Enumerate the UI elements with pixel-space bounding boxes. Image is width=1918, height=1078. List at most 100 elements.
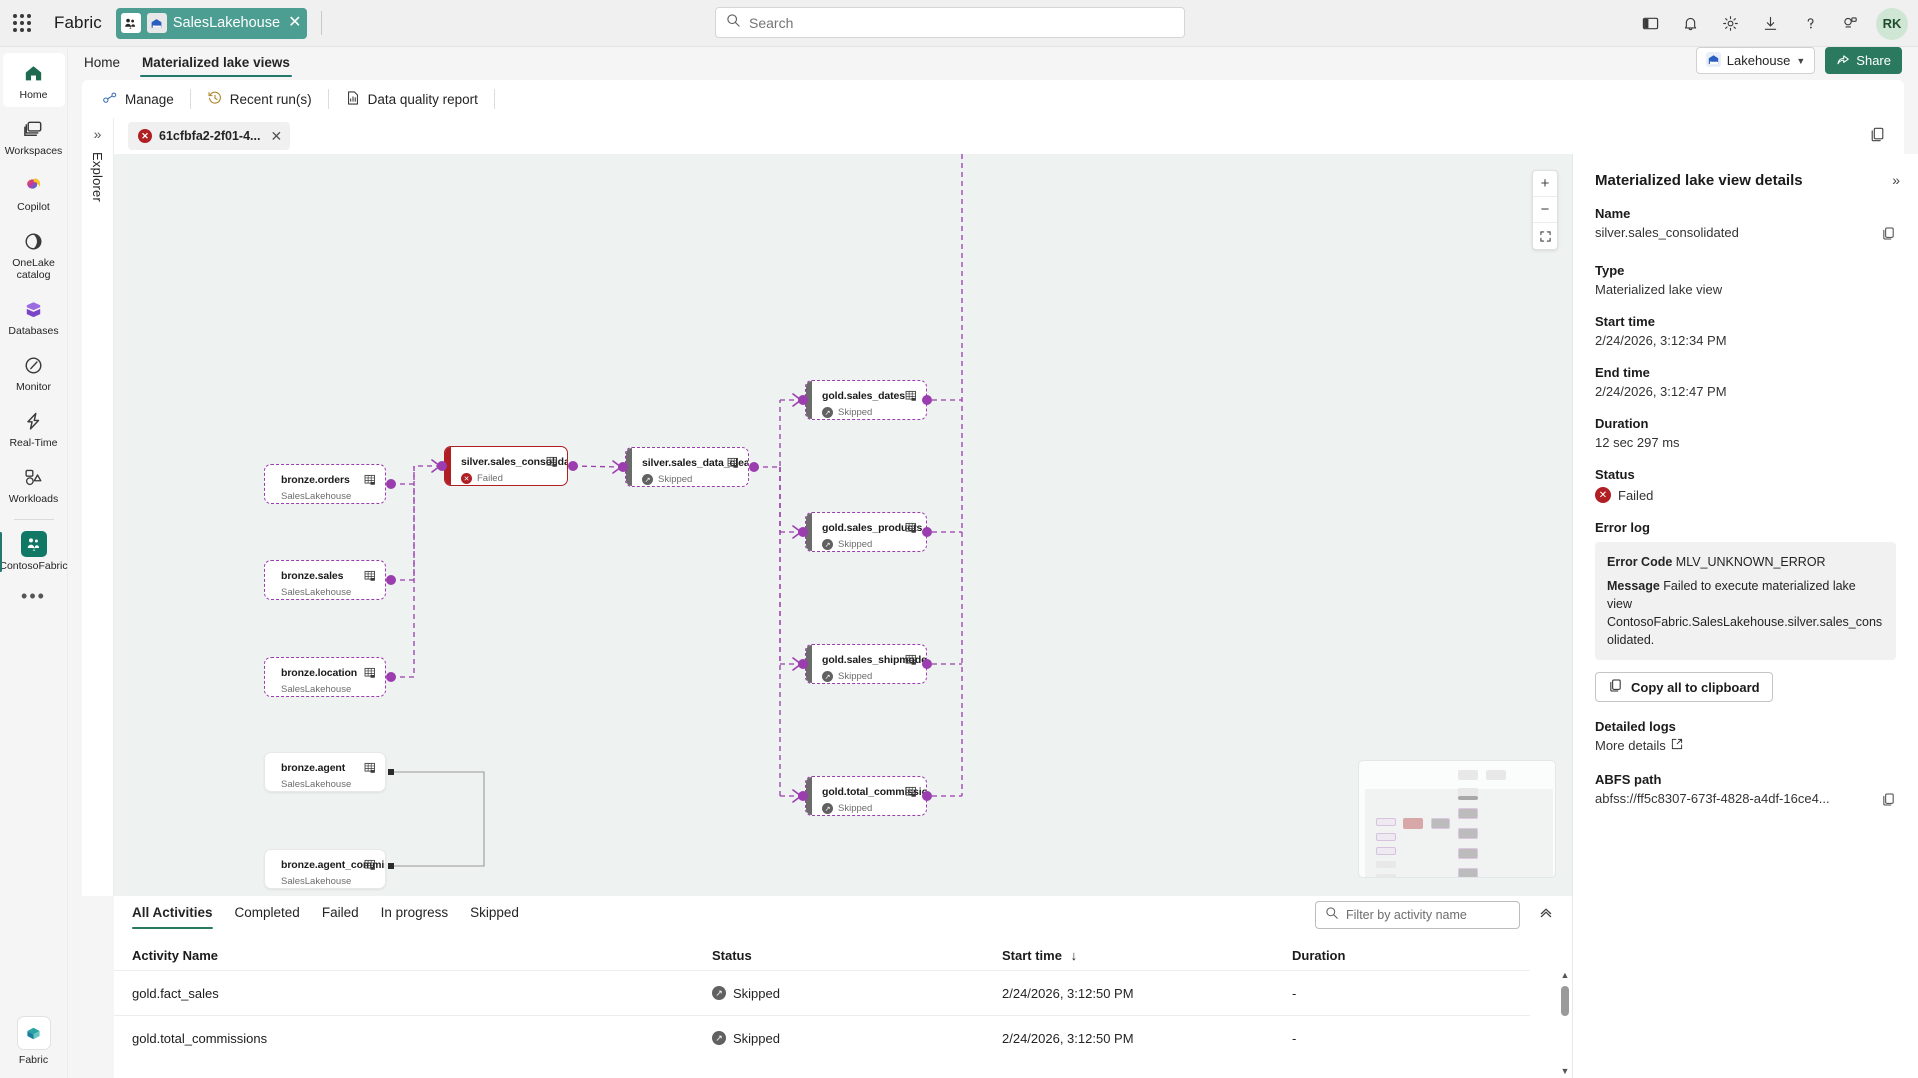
bell-icon[interactable] [1672, 6, 1708, 42]
sidebar-item-monitor[interactable]: Monitor [3, 345, 65, 399]
lakehouse-item-icon [146, 13, 167, 33]
sidebar-item-workloads[interactable]: Workloads [3, 457, 65, 511]
explorer-label[interactable]: Explorer [90, 152, 105, 203]
sidebar-item-label: Workspaces [4, 145, 63, 157]
sidebar-item-contosofabric[interactable]: 1 ContosoFabric [0, 524, 68, 578]
node-silver-sales-consolidated[interactable]: silver.sales_consolidated ✕ Failed [444, 446, 568, 486]
minimap-node [1376, 818, 1396, 826]
sidebar-item-copilot[interactable]: Copilot [3, 165, 65, 219]
node-gold-sales-shipmode[interactable]: gold.sales_shipmode ↗ Skipped [805, 644, 927, 684]
manage-button[interactable]: Manage [92, 85, 184, 113]
sidebar-item-workspaces[interactable]: Workspaces [3, 109, 65, 163]
panel-icon[interactable] [1632, 6, 1668, 42]
table-row[interactable]: gold.total_commissions ↗ Skipped 2/24/20… [114, 1015, 1530, 1060]
node-port [437, 461, 447, 471]
table-icon [905, 785, 917, 803]
name-row: silver.sales_consolidated [1595, 225, 1896, 246]
run-tab[interactable]: ✕ 61cfbfa2-2f01-4... ✕ [128, 122, 291, 150]
sidebar-item-label: Databases [8, 325, 59, 337]
column-header-activity-name[interactable]: Activity Name [132, 947, 218, 963]
abfs-path-label: ABFS path [1595, 772, 1662, 787]
node-bronze-agent-commissions[interactable]: bronze.agent_commissio... SalesLakehouse [264, 849, 386, 889]
close-icon[interactable]: ✕ [270, 127, 283, 144]
share-button[interactable]: Share [1825, 47, 1902, 74]
sidebar-item-label: Home [19, 89, 48, 101]
chevron-double-right-icon[interactable]: » [1892, 172, 1900, 188]
fabric-logo-icon[interactable] [16, 1016, 51, 1050]
databases-icon [22, 296, 45, 322]
data-quality-report-button[interactable]: Data quality report [335, 85, 488, 113]
node-gold-sales-products[interactable]: gold.sales_products ↗ Skipped [805, 512, 927, 552]
tab-home[interactable]: Home [84, 55, 121, 70]
scroll-down-icon[interactable]: ▼ [1560, 1066, 1570, 1076]
app-launcher-icon[interactable] [0, 14, 44, 32]
sidebar-item-databases[interactable]: Databases [3, 289, 65, 343]
search-input[interactable]: Search [715, 7, 1185, 38]
lakehouse-label: Lakehouse [1726, 53, 1791, 68]
sidebar-item-real-time[interactable]: Real-Time [3, 401, 65, 455]
sidebar-item-label: ContosoFabric [0, 560, 68, 572]
tab-failed[interactable]: Failed [321, 905, 359, 920]
workspace-chip[interactable]: 1 SalesLakehouse ✕ [115, 7, 308, 39]
more-options-icon[interactable]: ••• [21, 586, 46, 606]
sidebar-item-label: Copilot [17, 201, 50, 213]
scrollbar-thumb[interactable] [1561, 986, 1569, 1016]
cell-activity-name[interactable]: gold.fact_sales [132, 985, 219, 1001]
scroll-up-icon[interactable]: ▲ [1560, 970, 1570, 980]
minimap-node [1431, 818, 1450, 829]
recent-runs-button[interactable]: Recent run(s) [197, 85, 322, 113]
node-bronze-agent[interactable]: bronze.agent SalesLakehouse [264, 752, 386, 792]
help-icon[interactable] [1792, 6, 1828, 42]
fit-to-screen-icon[interactable] [1533, 223, 1557, 249]
history-icon [207, 90, 223, 109]
tab-all-activities[interactable]: All Activities [132, 905, 213, 929]
minimap-node [1458, 868, 1478, 877]
node-port [798, 395, 808, 405]
workspace-tile-icon: 1 [20, 531, 47, 557]
cell-status: ↗ Skipped [712, 1031, 1002, 1046]
chevron-double-right-icon[interactable]: » [93, 126, 102, 142]
error-message-value: Failed to execute materialized lake view… [1607, 579, 1883, 647]
column-header-status[interactable]: Status [712, 947, 752, 963]
workspace-icon: 1 [120, 13, 141, 33]
node-status: ↗ Skipped [822, 671, 872, 682]
tab-skipped[interactable]: Skipped [470, 905, 519, 920]
download-icon[interactable] [1752, 6, 1788, 42]
cell-activity-name[interactable]: gold.total_commissions [132, 1030, 268, 1046]
sidebar-item-onelake-catalog[interactable]: OneLake catalog [3, 221, 65, 287]
tab-in-progress[interactable]: In progress [380, 905, 449, 920]
more-details-link[interactable]: More details [1595, 738, 1683, 753]
collapse-panel-icon[interactable] [1538, 904, 1554, 923]
tab-completed[interactable]: Completed [234, 905, 300, 920]
filter-input[interactable]: Filter by activity name [1315, 901, 1520, 929]
zoom-in-icon[interactable]: + [1533, 171, 1557, 197]
brand-label: Fabric [54, 13, 102, 32]
node-gold-sales-dates[interactable]: gold.sales_dates ↗ Skipped [805, 380, 927, 420]
avatar[interactable]: RK [1876, 7, 1908, 40]
copy-icon[interactable] [1869, 126, 1886, 148]
zoom-out-icon[interactable]: − [1533, 197, 1557, 223]
table-scrollbar[interactable]: ▲ ▼ [1558, 970, 1572, 1078]
column-header-start-time[interactable]: Start time ↓ [1002, 947, 1078, 963]
column-header-duration[interactable]: Duration [1292, 947, 1346, 963]
copy-name-icon[interactable] [1881, 226, 1896, 246]
sidebar-item-home[interactable]: Home [2, 53, 65, 107]
feedback-icon[interactable] [1832, 6, 1868, 42]
table-row[interactable]: gold.fact_sales ↗ Skipped 2/24/2026, 3:1… [114, 970, 1530, 1015]
node-gold-total-commissions[interactable]: gold.total_commissions ↗ Skipped [805, 776, 927, 816]
tab-materialized-lake-views[interactable]: Materialized lake views [140, 55, 292, 77]
name-label: Name [1595, 206, 1631, 221]
node-bronze-location[interactable]: bronze.location SalesLakehouse [264, 657, 386, 697]
lakehouse-switcher-button[interactable]: Lakehouse ▼ [1695, 47, 1816, 74]
search-icon [1325, 906, 1339, 925]
node-bronze-orders[interactable]: bronze.orders SalesLakehouse [264, 464, 386, 504]
copy-abfs-icon[interactable] [1881, 792, 1896, 812]
node-silver-sales-data-cleaned[interactable]: silver.sales_data_cleaned ↗ Skipped [625, 447, 749, 487]
lineage-canvas[interactable]: bronze.orders SalesLakehouse bronze.sale… [114, 154, 1572, 896]
close-icon[interactable]: ✕ [288, 14, 302, 31]
copy-all-to-clipboard-button[interactable]: Copy all to clipboard [1595, 672, 1773, 702]
minimap[interactable] [1358, 760, 1556, 878]
node-port [922, 659, 932, 669]
gear-icon[interactable] [1712, 6, 1748, 42]
node-bronze-sales[interactable]: bronze.sales SalesLakehouse [264, 560, 386, 600]
